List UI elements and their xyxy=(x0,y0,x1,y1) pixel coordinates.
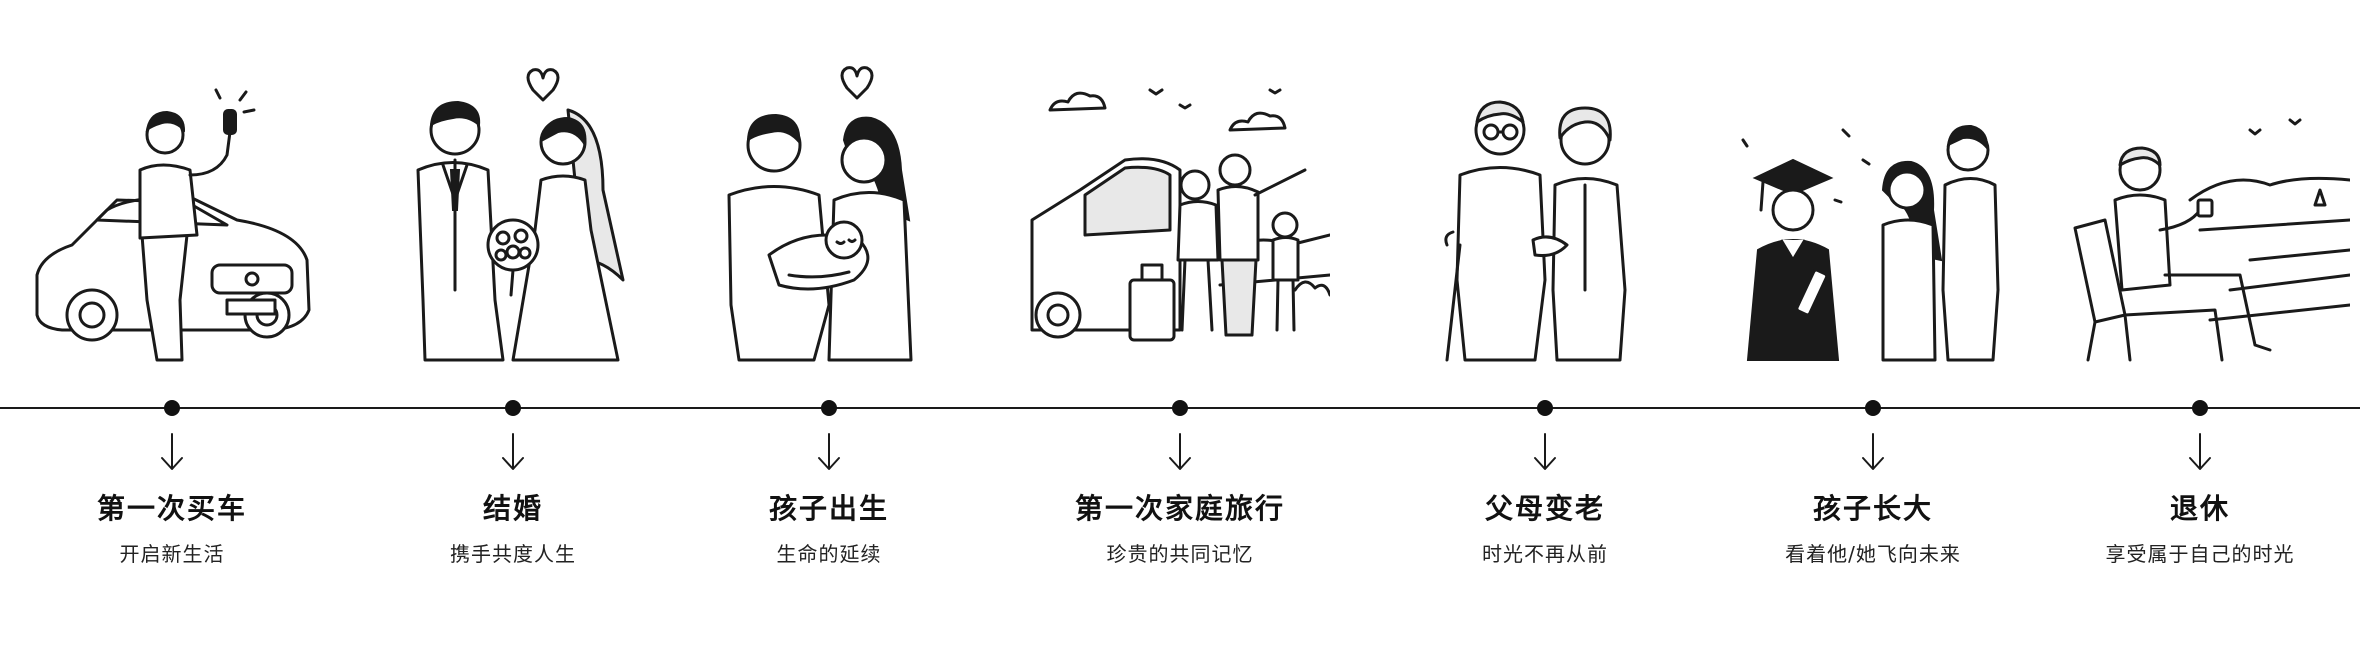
arrow-down-icon xyxy=(2189,433,2211,470)
timeline-dot xyxy=(1537,400,1553,416)
graduation-icon xyxy=(1741,124,2000,362)
car-with-keys-icon xyxy=(35,88,311,362)
milestone-retirement: 退休 享受属于自己的时光 xyxy=(2035,0,2360,653)
milestone-title: 孩子长大 xyxy=(1812,492,1933,525)
milestone-subtitle: 携手共度人生 xyxy=(450,542,576,566)
milestone-subtitle: 享受属于自己的时光 xyxy=(2105,542,2295,566)
milestone-family-trip: 第一次家庭旅行 珍贵的共同记忆 xyxy=(1015,0,1345,653)
elderly-parents-icon xyxy=(1444,100,1627,362)
arrow-down-icon xyxy=(161,433,183,470)
milestone-title: 第一次家庭旅行 xyxy=(1074,492,1285,525)
milestone-parents-aging: 父母变老 时光不再从前 xyxy=(1380,0,1710,653)
milestone-wedding: 结婚 携手共度人生 xyxy=(348,0,678,653)
milestone-subtitle: 看着他/她飞向未来 xyxy=(1785,542,1961,566)
milestone-title: 孩子出生 xyxy=(768,492,889,525)
timeline-dot xyxy=(1865,400,1881,416)
timeline-dot xyxy=(1172,400,1188,416)
milestone-title: 父母变老 xyxy=(1484,492,1605,525)
family-road-trip-icon xyxy=(1030,88,1330,342)
milestone-title: 第一次买车 xyxy=(96,492,247,525)
milestone-first-car: 第一次买车 开启新生活 xyxy=(7,0,337,653)
wedding-couple-icon xyxy=(416,68,625,362)
timeline-dot xyxy=(821,400,837,416)
parents-with-baby-icon xyxy=(727,66,913,362)
milestone-subtitle: 开启新生活 xyxy=(119,542,225,566)
arrow-down-icon xyxy=(502,433,524,470)
retirement-chair-icon xyxy=(2073,118,2350,362)
timeline-dot xyxy=(505,400,521,416)
milestone-subtitle: 珍贵的共同记忆 xyxy=(1106,542,1254,566)
milestone-baby-birth: 孩子出生 生命的延续 xyxy=(664,0,994,653)
milestone-title: 退休 xyxy=(2169,492,2230,525)
arrow-down-icon xyxy=(1169,433,1191,470)
timeline-dot xyxy=(164,400,180,416)
milestone-child-grows-up: 孩子长大 看着他/她飞向未来 xyxy=(1708,0,2038,653)
arrow-down-icon xyxy=(818,433,840,470)
arrow-down-icon xyxy=(1534,433,1556,470)
milestone-subtitle: 生命的延续 xyxy=(776,542,882,566)
arrow-down-icon xyxy=(1862,433,1884,470)
timeline-dot xyxy=(2192,400,2208,416)
milestone-title: 结婚 xyxy=(482,492,543,525)
milestone-subtitle: 时光不再从前 xyxy=(1482,542,1608,566)
